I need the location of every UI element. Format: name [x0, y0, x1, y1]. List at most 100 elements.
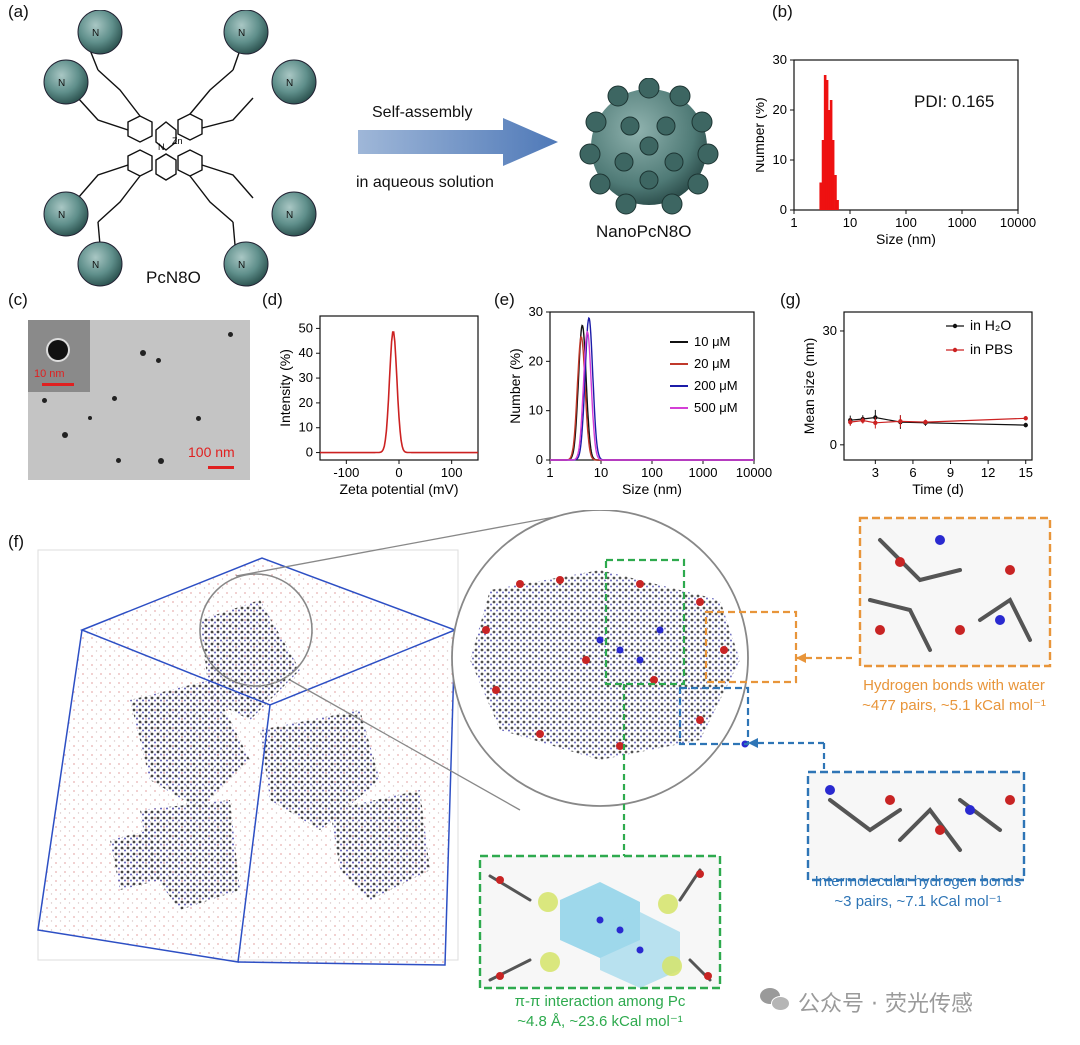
- histogram-bar: [836, 200, 839, 210]
- x-tick-label: 3: [872, 465, 879, 480]
- intermolecular-hbond-detail: ~3 pairs, ~7.1 kCal mol⁻¹: [834, 893, 1002, 910]
- y-tick-label: 10: [773, 152, 787, 167]
- legend-label: in PBS: [970, 341, 1013, 357]
- x-tick-label: 1000: [689, 465, 718, 480]
- panel-b-label: (b): [772, 2, 793, 21]
- svg-text:N: N: [58, 78, 65, 89]
- data-point: [860, 418, 865, 423]
- x-tick-label: 1000: [948, 215, 977, 230]
- series-line: [550, 330, 754, 461]
- svg-text:N: N: [286, 210, 293, 221]
- y-tick-label: 20: [299, 395, 313, 410]
- legend-label: 10 μM: [694, 334, 730, 349]
- y-axis-title: Intensity (%): [277, 349, 293, 427]
- x-tick-label: 10: [594, 465, 608, 480]
- water-hbond-caption: Hydrogen bonds with water ~477 pairs, ~5…: [832, 676, 1076, 716]
- panel-f-label: (f): [8, 532, 25, 551]
- tem-particle: [88, 416, 92, 420]
- y-axis-title: Mean size (nm): [801, 338, 817, 434]
- legend-label: 500 μM: [694, 400, 738, 415]
- x-axis-title: Size (nm): [876, 231, 936, 247]
- x-tick-label: 100: [641, 465, 663, 480]
- tem-inset-scale-bar: [42, 383, 74, 386]
- pipi-detail: ~4.8 Å, ~23.6 kCal mol⁻¹: [517, 1013, 683, 1030]
- plot-frame: [843, 311, 1033, 461]
- y-tick-label: 10: [299, 420, 313, 435]
- zeta-series-line: [320, 331, 478, 454]
- nanopcn8o-label: NanoPcN8O: [596, 222, 692, 241]
- water-hbond-title: Hydrogen bonds with water: [863, 677, 1045, 694]
- data-point: [848, 419, 853, 425]
- tem-image: 10 nm 100 nm: [28, 320, 250, 480]
- x-tick-label: 1: [546, 465, 553, 480]
- panel-g-label: (g): [780, 290, 801, 309]
- md-simulation-illustration: [37, 510, 1052, 990]
- pcn8o-label: PcN8O: [146, 268, 201, 287]
- x-axis-title: Size (nm): [622, 481, 682, 497]
- svg-text:N: N: [158, 142, 165, 152]
- intermolecular-hbond-title: Intermolecular hydrogen bonds: [814, 873, 1022, 890]
- tem-scale-text: 100 nm: [188, 444, 235, 460]
- histogram-bar: [821, 140, 825, 210]
- histogram-bar: [825, 80, 829, 210]
- tem-particle: [158, 458, 164, 464]
- x-tick-label: -100: [333, 465, 359, 480]
- y-tick-label: 30: [823, 323, 837, 338]
- svg-text:N: N: [286, 78, 293, 89]
- tem-particle: [42, 398, 47, 403]
- tem-inset-scale-text: 10 nm: [34, 368, 65, 380]
- pdi-label: PDI: 0.165: [914, 92, 995, 111]
- y-tick-label: 10: [529, 403, 543, 418]
- y-axis-title: Number (%): [507, 348, 523, 423]
- y-tick-label: 0: [536, 452, 543, 467]
- histogram-bar: [834, 175, 837, 210]
- data-point: [1023, 422, 1028, 428]
- y-tick-label: 30: [299, 370, 313, 385]
- y-tick-label: 30: [773, 52, 787, 67]
- wechat-bubble-small: [771, 996, 790, 1011]
- y-tick-label: 40: [299, 345, 313, 360]
- svg-text:N: N: [238, 260, 245, 271]
- water-hbond-detail: ~477 pairs, ~5.1 kCal mol⁻¹: [862, 697, 1046, 714]
- y-tick-label: 0: [780, 202, 787, 217]
- data-point: [923, 419, 928, 425]
- arrow-bottom-label: in aqueous solution: [356, 174, 494, 191]
- y-tick-label: 20: [529, 353, 543, 368]
- legend-marker: [952, 347, 958, 353]
- intermolecular-hbond-caption: Intermolecular hydrogen bonds ~3 pairs, …: [778, 872, 1058, 912]
- self-assembly-arrow: [358, 118, 558, 166]
- panel-d-label: (d): [262, 290, 283, 309]
- y-tick-label: 50: [299, 320, 313, 335]
- tem-inset: 10 nm: [28, 320, 90, 392]
- x-tick-label: 10000: [736, 465, 772, 480]
- tem-particle: [156, 358, 161, 363]
- panel-e-label: (e): [494, 290, 515, 309]
- x-tick-label: 1: [790, 215, 797, 230]
- tem-scale-bar: [208, 466, 234, 469]
- x-tick-label: 9: [947, 465, 954, 480]
- legend-label: 20 μM: [694, 356, 730, 371]
- y-axis-title: Number (%): [756, 97, 767, 172]
- tem-particle: [228, 332, 233, 337]
- x-axis-title: Time (d): [912, 481, 964, 497]
- y-tick-label: 20: [773, 102, 787, 117]
- svg-text:N: N: [92, 28, 99, 39]
- x-tick-label: 100: [895, 215, 917, 230]
- y-tick-label: 30: [529, 304, 543, 319]
- svg-text:N: N: [238, 28, 245, 39]
- tem-particle: [112, 396, 117, 401]
- watermark-text: 公众号 · 荧光传感: [798, 992, 973, 1017]
- data-point: [898, 419, 903, 424]
- panel-a-label: (a): [8, 2, 29, 21]
- svg-text:N: N: [58, 210, 65, 221]
- legend-marker: [952, 323, 958, 329]
- tem-particle: [62, 432, 68, 438]
- nanoparticle-drawing: [579, 78, 719, 215]
- arrow-top-label: Self-assembly: [372, 104, 473, 121]
- pipi-title: π-π interaction among Pc: [514, 993, 686, 1010]
- y-tick-label: 0: [306, 445, 313, 460]
- pipi-caption: π-π interaction among Pc ~4.8 Å, ~23.6 k…: [470, 992, 730, 1032]
